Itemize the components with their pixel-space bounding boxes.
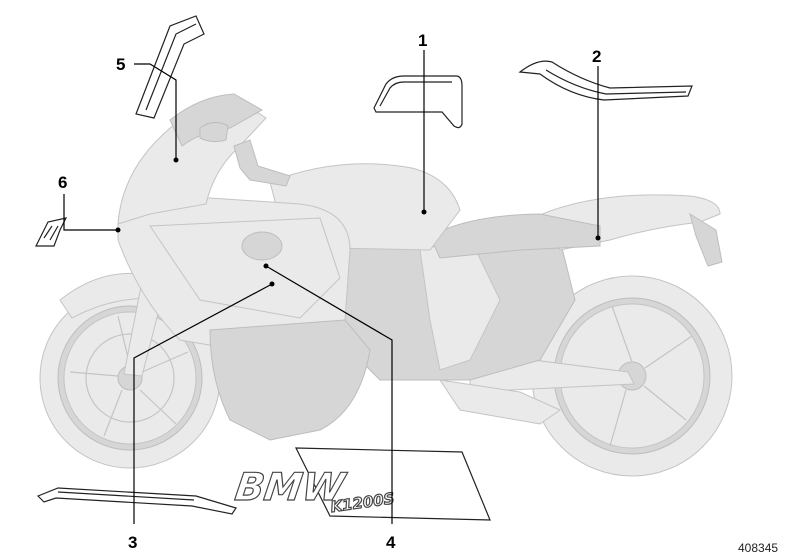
rear-wheel bbox=[531, 275, 733, 477]
motorcycle-illustration bbox=[39, 93, 733, 477]
fairing-cap bbox=[241, 231, 283, 261]
exhaust bbox=[438, 379, 562, 425]
callout-6: 6 bbox=[58, 173, 67, 192]
decal-part-1 bbox=[373, 75, 463, 129]
leader-6 bbox=[63, 194, 118, 231]
decal-part-6 bbox=[35, 217, 68, 247]
decal-part-3 bbox=[36, 487, 237, 515]
lower-fairing bbox=[209, 319, 371, 441]
leader-4 bbox=[265, 265, 393, 524]
callout-5: 5 bbox=[116, 55, 125, 74]
callout-3: 3 bbox=[128, 533, 137, 552]
callout-2: 2 bbox=[592, 47, 601, 66]
decal-part-2 bbox=[518, 60, 693, 101]
decal-part-4: BMW K1200S bbox=[232, 447, 491, 521]
reference-number: 408345 bbox=[738, 541, 778, 555]
leader-5 bbox=[134, 63, 177, 160]
mirror bbox=[199, 122, 229, 143]
handlebar bbox=[233, 139, 291, 187]
decal-part-5 bbox=[135, 15, 205, 119]
windscreen bbox=[169, 93, 264, 147]
leader-3 bbox=[133, 283, 273, 524]
callout-4: 4 bbox=[386, 533, 396, 552]
callout-1: 1 bbox=[418, 31, 427, 50]
leader-lines bbox=[63, 50, 601, 524]
decal-logo-text: BMW bbox=[232, 466, 349, 510]
license-bracket bbox=[689, 212, 723, 267]
